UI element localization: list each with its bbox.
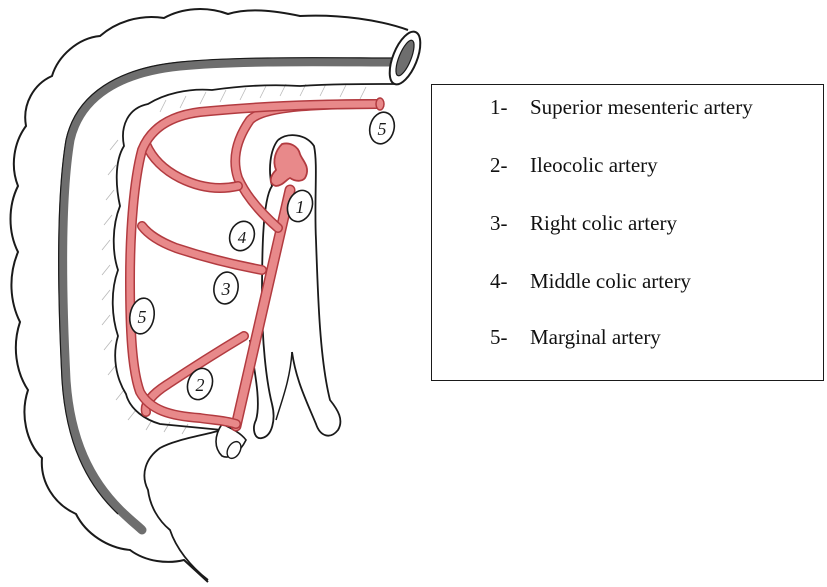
legend-item: 3- Right colic artery (490, 211, 677, 236)
callout-2: 2 (186, 367, 214, 401)
mesentery-root-split (275, 351, 293, 421)
callout-5-left-label: 5 (138, 307, 147, 327)
legend-item: 1- Superior mesenteric artery (490, 95, 753, 120)
colon-outer-outline (9, 8, 409, 583)
legend-number: 3- (490, 211, 508, 235)
sma-origin (269, 142, 308, 187)
marginal-artery-end (375, 97, 385, 111)
colon-inner-border (111, 83, 399, 431)
callout-5-top-label: 5 (378, 119, 387, 139)
colon-wall-edge (58, 57, 393, 515)
mesentery-root-inner (249, 139, 279, 440)
legend-item: 5- Marginal artery (490, 325, 661, 350)
cecum-outline (143, 429, 223, 581)
legend-number: 1- (490, 95, 508, 119)
legend-number: 5- (490, 325, 508, 349)
callout-5-left: 5 (128, 297, 156, 335)
mesentery-root-outline (277, 134, 342, 437)
legend-label: Marginal artery (530, 325, 661, 349)
legend-label: Ileocolic artery (530, 153, 658, 177)
legend-label: Superior mesenteric artery (530, 95, 753, 119)
callout-1-label: 1 (296, 197, 305, 217)
transverse-colon-end (388, 30, 422, 86)
legend-number: 2- (490, 153, 508, 177)
callout-4: 4 (228, 220, 256, 252)
callout-3-label: 3 (221, 279, 231, 299)
callout-3: 3 (213, 271, 239, 305)
callout-4-label: 4 (238, 228, 247, 247)
colon-wall (58, 57, 397, 535)
callout-1: 1 (286, 189, 314, 223)
legend-label: Middle colic artery (530, 269, 691, 293)
legend-box: 1- Superior mesenteric artery 2- Ileocolic… (431, 84, 824, 381)
ileum-stub (215, 422, 247, 460)
legend-item: 4- Middle colic artery (490, 269, 691, 294)
legend-label: Right colic artery (530, 211, 677, 235)
legend-item: 2- Ileocolic artery (490, 153, 658, 178)
callout-5-top: 5 (368, 111, 396, 145)
callout-2-label: 2 (196, 375, 205, 395)
legend-number: 4- (490, 269, 508, 293)
arteries (125, 97, 385, 432)
